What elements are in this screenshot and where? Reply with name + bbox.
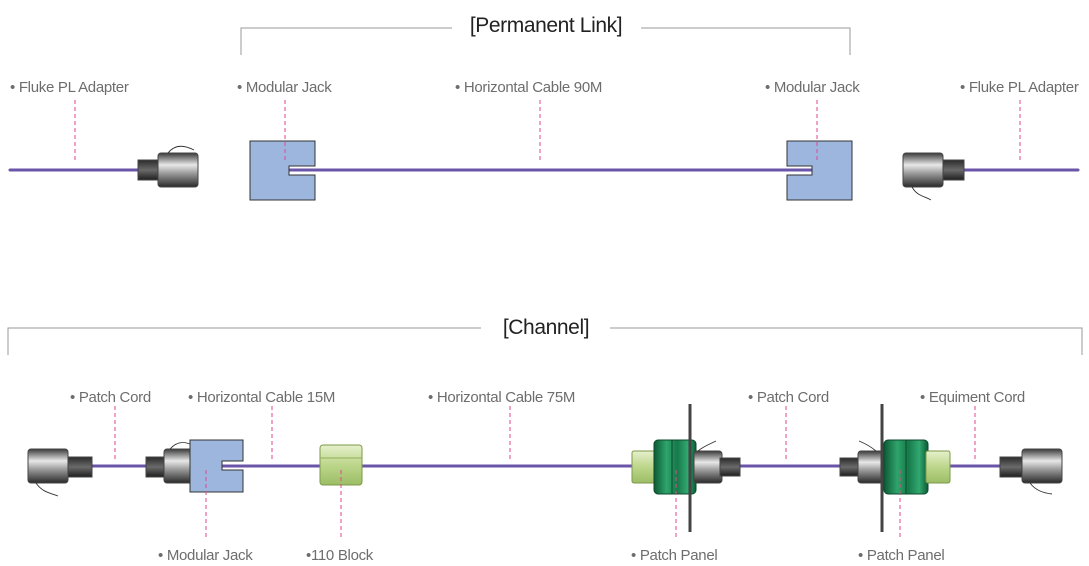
pl-left-jack-label: • Modular Jack bbox=[237, 79, 332, 96]
ch-patch-panel-left bbox=[631, 404, 741, 532]
ch-left-plug bbox=[27, 448, 93, 497]
channel-bracket bbox=[7, 327, 1083, 355]
permanent-link-bracket bbox=[240, 27, 851, 55]
pl-right-adapter-label: • Fluke PL Adapter bbox=[960, 79, 1079, 96]
pl-left-adapter-label: • Fluke PL Adapter bbox=[10, 79, 129, 96]
pl-right-modular-jack bbox=[786, 140, 853, 201]
ch-jack-plug bbox=[145, 442, 195, 484]
channel-section: [Channel] bbox=[7, 316, 1083, 564]
pl-right-jack-label: • Modular Jack bbox=[765, 79, 860, 96]
ch-modular-jack-label: • Modular Jack bbox=[158, 547, 253, 564]
channel-title: [Channel] bbox=[503, 316, 589, 339]
ch-patch-cord-left-label: • Patch Cord bbox=[70, 389, 151, 406]
ch-patch-panel-right-label: • Patch Panel bbox=[858, 547, 944, 564]
permanent-link-section: [Permanent Link] • Fluke PL Adapter • bbox=[8, 14, 1080, 201]
ch-equipment-cord-label: • Equiment Cord bbox=[920, 389, 1025, 406]
ch-patch-panel-right bbox=[839, 404, 951, 532]
pl-cable-label: • Horizontal Cable 90M bbox=[455, 79, 602, 96]
ch-patch-cord-mid-label: • Patch Cord bbox=[748, 389, 829, 406]
ch-110-block-label: •110 Block bbox=[306, 547, 374, 564]
pl-left-modular-jack bbox=[249, 140, 316, 201]
ch-modular-jack bbox=[189, 439, 244, 493]
permanent-link-title: [Permanent Link] bbox=[470, 14, 622, 37]
ch-horizontal-75-label: • Horizontal Cable 75M bbox=[428, 389, 575, 406]
ch-horizontal-15-label: • Horizontal Cable 15M bbox=[188, 389, 335, 406]
pl-left-adapter-plug bbox=[137, 145, 199, 188]
ch-right-plug bbox=[999, 448, 1063, 495]
pl-right-adapter-plug bbox=[902, 152, 965, 201]
ch-patch-panel-left-label: • Patch Panel bbox=[631, 547, 717, 564]
